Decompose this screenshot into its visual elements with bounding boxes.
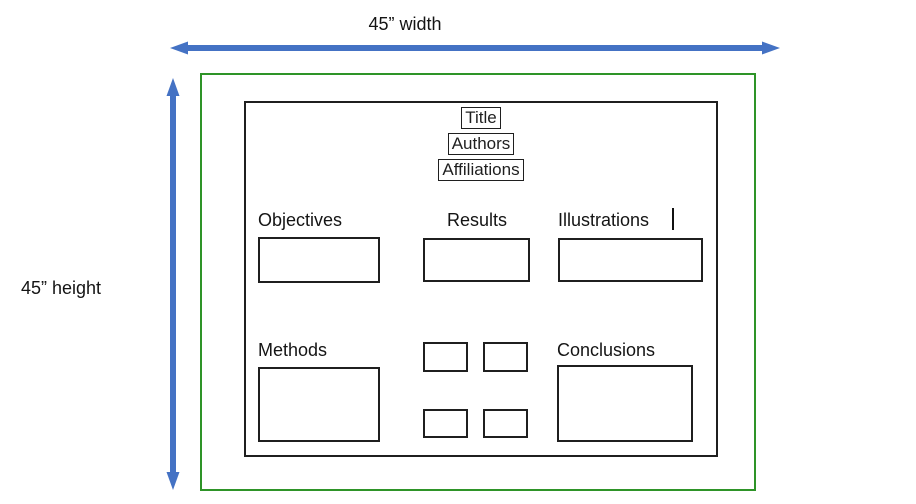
title-box[interactable]: Title: [461, 107, 501, 129]
illustrations-box[interactable]: [558, 238, 703, 282]
methods-box[interactable]: [258, 367, 380, 442]
authors-box[interactable]: Authors: [447, 133, 515, 155]
conclusions-label[interactable]: Conclusions: [557, 340, 656, 360]
results-box[interactable]: [423, 238, 530, 282]
methods-label[interactable]: Methods: [258, 340, 328, 360]
conclusions-box[interactable]: [557, 365, 693, 442]
width-dimension-arrow[interactable]: [170, 40, 780, 56]
illustrations-label[interactable]: Illustrations: [558, 210, 650, 230]
affiliations-box[interactable]: Affiliations: [438, 159, 524, 181]
text-cursor: [672, 208, 674, 230]
objectives-box[interactable]: [258, 237, 380, 283]
small-box-top-left[interactable]: [423, 342, 468, 372]
objectives-label[interactable]: Objectives: [258, 210, 343, 230]
height-dimension-label[interactable]: 45” height: [21, 278, 102, 298]
results-label[interactable]: Results: [447, 210, 508, 230]
double-arrow-vertical-icon: [166, 78, 180, 490]
small-box-bottom-left[interactable]: [423, 409, 468, 438]
small-box-bottom-right[interactable]: [483, 409, 528, 438]
height-dimension-arrow[interactable]: [165, 78, 181, 490]
width-dimension-label[interactable]: 45” width: [368, 14, 442, 34]
header-stack: Title Authors Affiliations: [244, 107, 718, 181]
small-box-top-right[interactable]: [483, 342, 528, 372]
double-arrow-horizontal-icon: [170, 41, 780, 55]
